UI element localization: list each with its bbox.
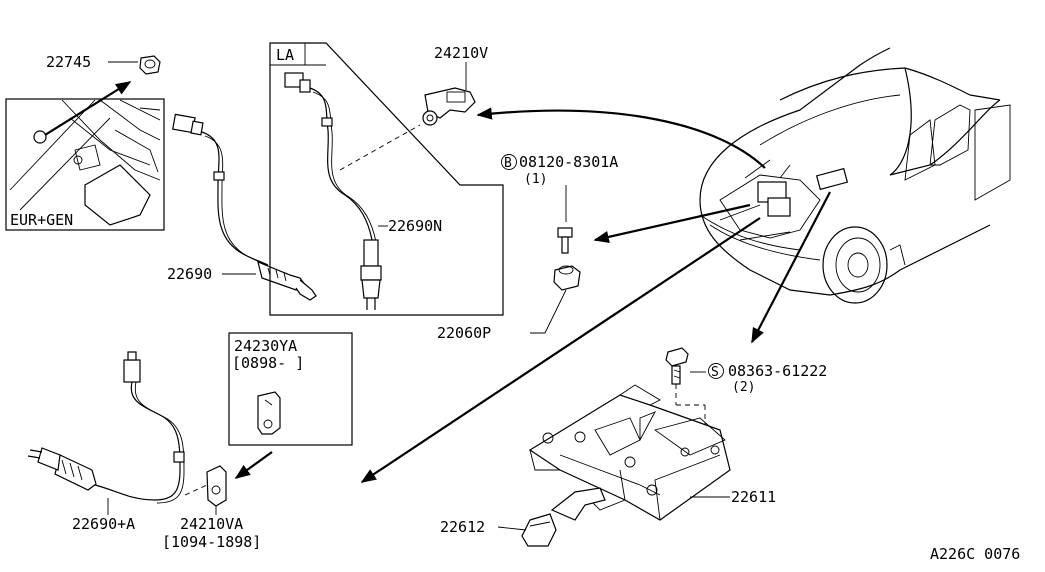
inset-eur-gen-label: EUR+GEN xyxy=(10,211,73,229)
connector-icon xyxy=(123,359,141,383)
label-24210va: 24210VA xyxy=(180,515,243,533)
label-22690: 22690 xyxy=(167,265,212,283)
drawing-code: A226C 0076 xyxy=(930,545,1020,563)
sensor-22690a: 22690+A xyxy=(27,351,185,533)
label-08363-qty: (2) xyxy=(732,380,755,395)
car-engine-bay xyxy=(699,47,1011,304)
clip-icon xyxy=(521,513,557,547)
screw-symbol-icon xyxy=(708,363,724,379)
label-22611: 22611 xyxy=(731,488,776,506)
part-22611: 22611 xyxy=(528,384,776,521)
grommet-icon xyxy=(33,130,47,144)
part-22060p: 22060P xyxy=(437,265,581,342)
screw-symbol-label: S xyxy=(711,365,719,380)
label-24210v: 24210V xyxy=(434,44,488,62)
inset-24230ya-part: 24230YA xyxy=(234,337,297,355)
part-08120-8301a: B 08120-8301A (1) xyxy=(501,153,618,254)
label-08120: 08120-8301A xyxy=(519,153,618,171)
ecu-bracket-icon xyxy=(528,394,731,521)
sensor-22690: 22690 xyxy=(167,113,317,301)
car-arrows xyxy=(360,107,831,483)
label-22690a: 22690+A xyxy=(72,515,135,533)
inset-eur-gen: EUR+GEN xyxy=(5,98,165,231)
part-22745: 22745 xyxy=(44,53,161,136)
label-22060p: 22060P xyxy=(437,324,491,342)
label-22612: 22612 xyxy=(440,518,485,536)
bracket-icon xyxy=(257,391,281,435)
label-08120-qty: (1) xyxy=(524,172,547,187)
grommet-part-icon xyxy=(139,55,161,75)
part-24210va: 24210VA [1094-1898] xyxy=(162,451,273,551)
inset-24230ya-range: [0898- ] xyxy=(232,354,304,372)
arrow-22745 xyxy=(44,81,132,136)
arrow-to-08120 xyxy=(593,203,751,243)
part-08363-61222: S 08363-61222 (2) xyxy=(665,347,827,440)
label-22745: 22745 xyxy=(46,53,91,71)
bolt-icon xyxy=(557,227,573,238)
arrow-to-24210va xyxy=(234,451,273,479)
knock-sensor-icon xyxy=(553,265,581,291)
inset-24230ya: 24230YA [0898- ] xyxy=(228,332,353,446)
arrow-to-22690a xyxy=(360,217,761,483)
bolt-symbol-label: B xyxy=(504,156,512,171)
screw-icon xyxy=(665,347,689,367)
part-24210v: 24210V xyxy=(422,44,488,126)
arrow-to-24210v xyxy=(476,107,766,169)
inset-la-label: LA xyxy=(276,46,294,64)
label-24210va-range: [1094-1898] xyxy=(162,533,261,551)
inset-la: LA 22690N xyxy=(269,42,504,316)
arrow-to-22611 xyxy=(751,191,831,344)
part-22612: 22612 xyxy=(440,513,557,547)
label-22690n: 22690N xyxy=(388,217,442,235)
bolt-symbol-icon xyxy=(501,154,517,170)
label-08363: 08363-61222 xyxy=(728,362,827,380)
